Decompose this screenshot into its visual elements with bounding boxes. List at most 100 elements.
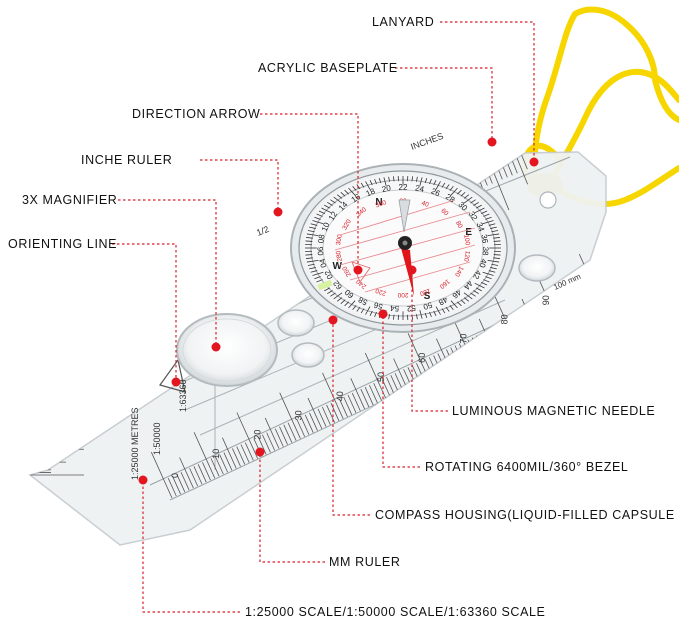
bezel-tick	[490, 267, 497, 270]
ruler-tick	[304, 414, 314, 433]
ruler-tick	[244, 263, 253, 282]
ruler-tick	[189, 468, 199, 487]
cardinal-letter: S	[424, 291, 431, 302]
ruler-tick	[307, 397, 323, 429]
bezel-tick	[392, 176, 395, 182]
ruler-tick	[199, 281, 208, 301]
bezel-tick	[344, 301, 349, 307]
inner-degree-number: 100	[462, 234, 471, 246]
bezel-tick	[449, 305, 454, 311]
bezel-tick	[307, 230, 315, 233]
bezel-tick	[360, 182, 365, 188]
bezel-tick	[482, 220, 494, 225]
ruler-tick	[339, 398, 348, 417]
bezel-tick	[473, 290, 479, 295]
orienting-arrow	[159, 358, 186, 393]
mm-number: 60	[417, 353, 427, 363]
ruler-tick	[300, 416, 310, 435]
leader-dots	[138, 137, 539, 485]
bezel-tick	[314, 276, 321, 280]
ruler-tick	[54, 340, 63, 360]
bezel-tick	[449, 185, 454, 191]
bezel-number: 52	[406, 303, 416, 313]
ruler-tick	[176, 474, 186, 493]
inner-degree-number: 60	[439, 207, 449, 217]
bezel-tick	[415, 314, 418, 320]
bezel-tick	[352, 185, 357, 191]
bezel-tick	[419, 310, 423, 319]
cardinal-letter: N	[375, 197, 382, 208]
bezel-tick	[374, 178, 377, 185]
ruler-tick	[139, 306, 160, 354]
ruler-tick	[565, 293, 575, 313]
mm-number: 70	[458, 334, 468, 344]
ruler-tick	[269, 252, 278, 272]
lens-ring	[182, 318, 272, 382]
ruler-tick	[476, 335, 485, 354]
bezel-number: 54	[389, 303, 399, 313]
bezel-tick	[463, 297, 470, 302]
bezel-number: 06	[316, 246, 325, 256]
bezel-tick	[306, 257, 313, 259]
ruler-tick	[109, 318, 118, 337]
ruler-tick	[493, 327, 502, 346]
bezel-tick	[491, 230, 499, 233]
luminous-marker	[317, 279, 333, 291]
inner-degree-number: 300	[335, 234, 344, 246]
ruler-tick	[259, 257, 268, 276]
bezel-tick	[457, 189, 462, 195]
bezel-tick	[450, 300, 458, 309]
inner-degree-number: 360	[375, 199, 388, 209]
ruler-tick	[89, 326, 110, 374]
label-lanyard: LANYARD	[372, 15, 435, 29]
scale-label-2: 1:50000	[152, 422, 162, 455]
mm-number: 90	[541, 295, 551, 305]
bezel-number: 02	[323, 268, 335, 280]
bezel-number: 38	[481, 246, 490, 256]
ruler-tick	[219, 273, 228, 292]
leader-lines	[112, 21, 535, 613]
bezel-tick	[321, 207, 332, 214]
bezel-tick	[470, 199, 476, 204]
bezel-tick	[463, 196, 473, 204]
ruler-tick	[497, 325, 507, 344]
ruler-tick	[561, 295, 571, 315]
ruler-tick	[514, 317, 524, 336]
lanyard-hole	[539, 191, 557, 209]
cardinal-letter: W	[333, 261, 343, 272]
bezel-tick	[310, 270, 318, 273]
bezel-tick	[435, 181, 441, 190]
cardinal-letter: E	[465, 227, 472, 238]
ruler-tick	[523, 313, 532, 332]
bezel-tick	[460, 192, 466, 197]
bezel-tick	[415, 176, 418, 182]
bezel-tick	[441, 308, 446, 314]
ruler-tick	[99, 322, 108, 341]
label-compass-housing: COMPASS HOUSING(LIQUID-FILLED CAPSULE	[375, 508, 675, 522]
bezel-tick	[327, 290, 333, 295]
small-lens	[291, 342, 325, 368]
ruler-tick	[309, 412, 318, 431]
ruler-tick	[179, 457, 194, 489]
ruler-tick	[279, 392, 301, 439]
bezel-tick	[481, 210, 488, 214]
mm-number: 40	[335, 391, 345, 401]
ruler-tick	[114, 316, 128, 348]
bezel-number: 18	[365, 186, 377, 198]
ruler-tick	[239, 265, 260, 313]
bezel-tick	[435, 306, 441, 315]
inner-degree-number: 120	[462, 250, 471, 262]
ruler-tick	[236, 446, 246, 465]
bezel-tick	[388, 314, 391, 320]
bezel-tick	[316, 213, 323, 217]
ruler-tick	[360, 388, 370, 408]
bezel-tick	[487, 259, 500, 263]
bezel-tick	[330, 199, 336, 204]
bezel-tick	[433, 180, 437, 186]
bezel-tick	[312, 271, 324, 276]
bezel-number: 04	[318, 257, 329, 268]
bezel-tick	[330, 292, 336, 297]
ruler-tick	[167, 478, 177, 497]
ruler-tick	[283, 424, 293, 443]
